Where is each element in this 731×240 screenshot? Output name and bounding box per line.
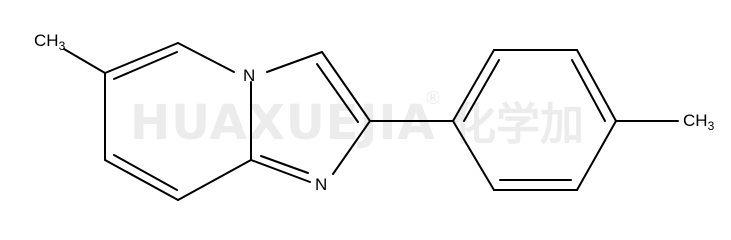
bond-c5-c6 (104, 42, 179, 74)
pyridine-ring (104, 42, 252, 201)
label-n-bridge: N (243, 66, 255, 85)
bond-ph4-ph5 (576, 120, 617, 191)
bond-ph1-ph2-inner (463, 59, 500, 122)
bond-n-imine-c8a-inner (260, 155, 309, 174)
atom-labels: CH3 N N CH3 (34, 31, 715, 194)
watermark-brand: HUAXUEJIA (130, 95, 435, 151)
label-n-imine: N (315, 175, 327, 194)
label-methyl-right: CH3 (683, 111, 715, 133)
bond-c8-c7 (104, 159, 179, 201)
imidazole-ring (250, 51, 371, 183)
watermark: HUAXUEJIA ® 化学加 (130, 88, 584, 151)
bond-c8-c7-inner (113, 154, 178, 191)
bond-ph3-ph4 (576, 49, 617, 122)
bond-c5-c6-inner (113, 51, 178, 80)
label-methyl-right-sub: 3 (708, 119, 715, 133)
bond-c3-c2-inner (316, 63, 359, 123)
watermark-chinese: 化学加 (452, 99, 584, 150)
bond-n-imine-c8a (250, 159, 311, 183)
bond-ph1-ph2 (452, 49, 495, 122)
bond-c2-n-imine (332, 120, 371, 175)
label-methyl-right-c: CH (683, 111, 708, 130)
bond-n-bridge-c3 (266, 51, 323, 73)
label-methyl-left: CH3 (34, 31, 66, 53)
watermark-registered-mark: ® (424, 88, 442, 109)
bond-c6-n-bridge (177, 42, 235, 73)
label-methyl-left-c: CH (34, 31, 59, 50)
label-methyl-left-sub: 3 (59, 39, 66, 53)
bond-c3-c2 (321, 51, 371, 122)
tolyl-ring (452, 49, 617, 191)
bond-c8a-c8 (177, 159, 252, 201)
bond-ph6-ph1 (452, 120, 495, 191)
bond-methyl-left (63, 48, 106, 74)
bond-ph3-ph4-inner (571, 59, 606, 122)
